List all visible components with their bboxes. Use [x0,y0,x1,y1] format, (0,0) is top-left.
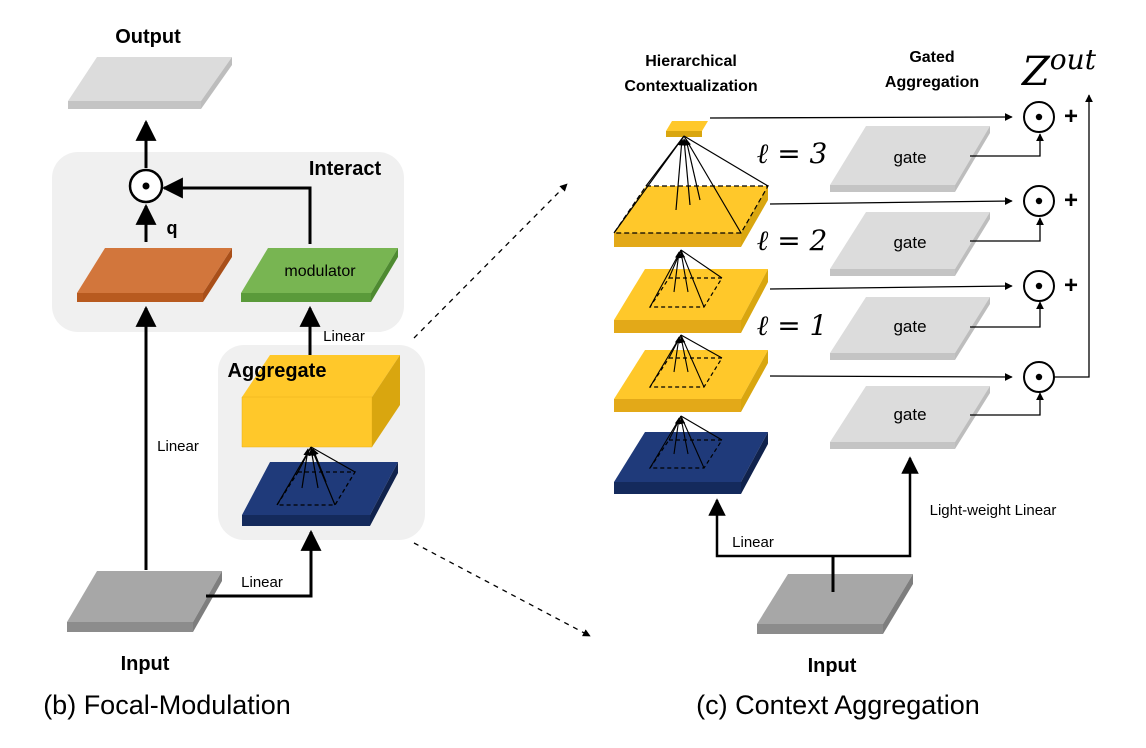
level-2-label: ℓ = 2 [757,224,828,257]
output-label: Output [115,26,181,48]
input-to-gate-arrow [833,456,919,558]
gate-label-1: gate [893,148,926,167]
level2-to-odot-arrow [769,197,1013,205]
level2-slab [612,135,770,247]
hierarchical-label-1: Hierarchical [645,53,737,70]
aggregate-navy-slab [242,446,398,526]
modulator-slab [241,248,398,302]
gated-odot-1 [1023,101,1055,133]
level0-to-odot-arrow [769,373,1013,381]
sum-to-output-arrow [1054,94,1093,378]
gated-odot-3 [1023,270,1055,302]
input-label-left: Input [121,653,170,675]
gate3-to-odot-arrow [970,301,1044,328]
gate-label-4: gate [893,405,926,424]
input-label-right: Input [808,655,857,677]
dashed-connector-bottom [413,542,591,637]
linear-right-label: Linear [732,534,774,551]
dashed-connector-top [413,183,568,339]
input-slab-left [67,571,222,632]
modulator-label: modulator [284,263,356,280]
plus-sign-2: + [1064,187,1078,214]
aggregate-label: Aggregate [228,360,327,382]
level3-to-odot-arrow [709,113,1013,121]
level1-to-odot-arrow [769,282,1013,290]
level-3-label: ℓ = 3 [757,137,828,170]
navy-slab-right [614,415,768,494]
aggregate-yellow-block [241,355,400,448]
query-slab [77,248,232,302]
input-to-aggregate-arrow [206,529,322,598]
gate-label-3: gate [893,317,926,336]
linear-modulator-label: Linear [323,328,365,345]
linear-input-label: Linear [241,574,283,591]
gated-odot-2 [1023,185,1055,217]
gate2-to-odot-arrow [970,217,1044,242]
plus-sign-1: + [1064,103,1078,130]
gate-slab-1 [830,126,990,192]
caption-right: (c) Context Aggregation [696,690,980,720]
plus-sign-3: + [1064,272,1078,299]
modulation-odot [128,168,164,204]
zout-label: Zout [1020,43,1097,95]
caption-left: (b) Focal-Modulation [43,690,291,720]
gate-slab-3 [830,297,990,360]
output-slab [68,57,232,109]
modulator-to-odot-arrow [161,177,312,244]
linear-query-label: Linear [157,438,199,455]
gate4-to-odot-arrow [970,392,1044,416]
gated-odot-4 [1023,361,1055,393]
gated-label-1: Gated [909,49,954,66]
level3-top-slab [666,121,708,137]
level0-slab [614,334,768,412]
gated-label-2: Aggregation [885,74,979,91]
level1-slab [614,249,768,333]
lightweight-linear-label: Light-weight Linear [930,502,1057,519]
input-to-navy-arrow [708,498,833,558]
q-label: q [167,218,178,238]
gate-label-2: gate [893,233,926,252]
hierarchical-label-2: Contextualization [624,78,757,95]
input-slab-right [757,574,913,634]
interact-label: Interact [309,158,382,180]
gate-slab-2 [830,212,990,276]
level-1-label: ℓ = 1 [757,309,828,342]
gate1-to-odot-arrow [970,133,1044,157]
gate-slab-4 [830,386,990,449]
